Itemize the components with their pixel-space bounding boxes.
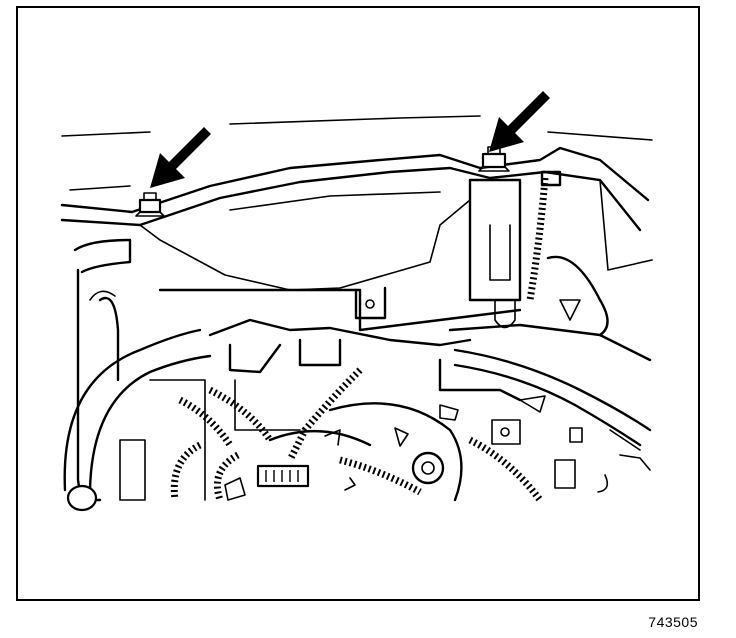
illustration-frame: [16, 6, 700, 601]
cowl-panel: [60, 146, 653, 291]
wiring-harness: [170, 177, 549, 503]
hood-outline-lines: [61, 115, 653, 191]
lower-components: [268, 402, 463, 502]
callout-arrow-right: [489, 91, 550, 152]
left-bolt: [135, 192, 165, 217]
engine-frame: [119, 286, 652, 501]
center-bracket: [468, 178, 522, 329]
figure-number: 743505: [648, 614, 698, 630]
right-bolt: [478, 146, 510, 172]
callout-arrow-left: [150, 127, 211, 188]
electrical-connector: [224, 464, 310, 501]
right-components: [453, 255, 652, 493]
cowl-fasteners: [135, 146, 562, 217]
intake-tube: [63, 238, 212, 512]
